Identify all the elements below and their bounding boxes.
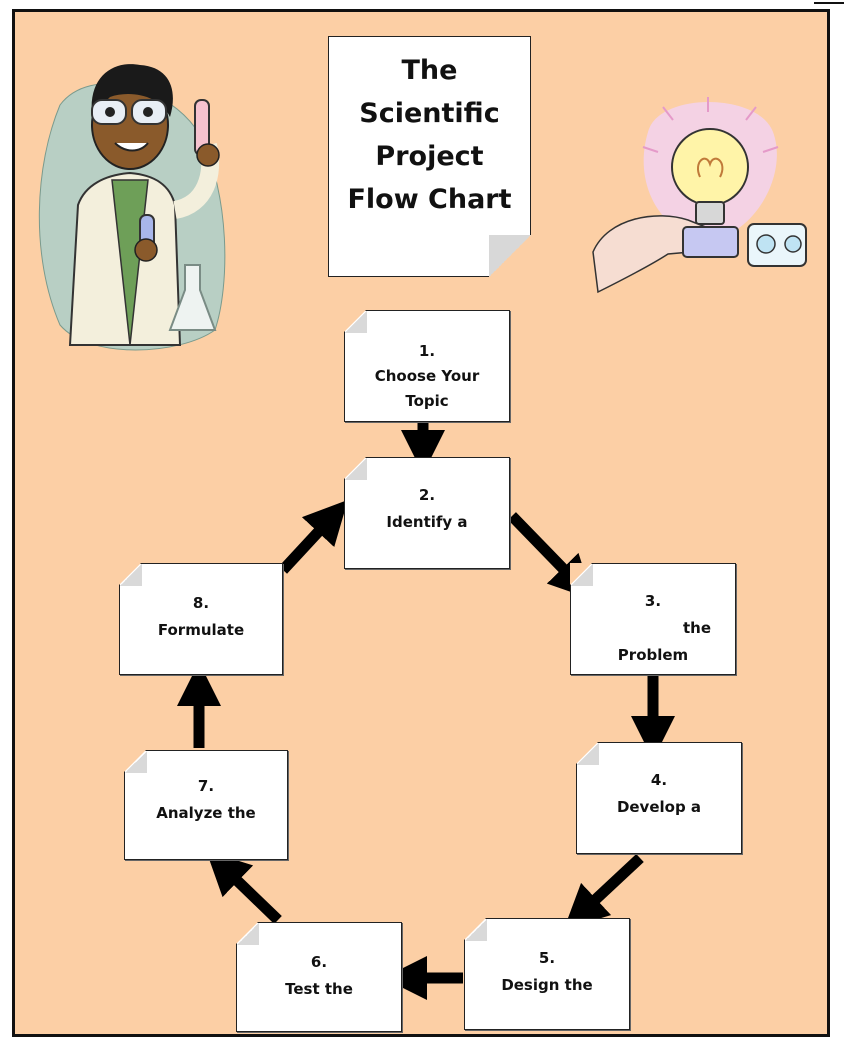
step-1-line-2: Topic xyxy=(405,392,449,410)
step-7-line-1: Analyze the xyxy=(156,804,256,822)
step-8-note: 8. Formulate xyxy=(119,563,283,675)
arrow-6-7 xyxy=(206,850,282,924)
step-2-number: 2. xyxy=(418,486,436,504)
title-note: The Scientific Project Flow Chart xyxy=(328,36,531,277)
step-2-line-1: Identify a xyxy=(386,513,468,531)
step-2-note: 2. Identify a xyxy=(344,457,510,569)
arrow-4-5 xyxy=(563,853,644,930)
scientist-icon xyxy=(38,64,226,351)
step-4-number: 4. xyxy=(650,771,668,789)
step-7-note: 7. Analyze the xyxy=(124,750,288,860)
step-1-number: 1. xyxy=(418,342,436,360)
step-8-line-1: Formulate xyxy=(157,621,245,639)
step-4-note: 4. Develop a xyxy=(576,742,742,854)
arrow-2-3 xyxy=(508,512,594,600)
step-4-line-1: Develop a xyxy=(616,798,702,816)
title-line-2: Scientific xyxy=(359,98,500,129)
step-6-line-1: Test the xyxy=(285,980,353,998)
step-6-note: 6. Test the xyxy=(236,922,402,1032)
step-6-number: 6. xyxy=(310,953,328,971)
step-8-number: 8. xyxy=(192,594,210,612)
divider xyxy=(814,2,844,4)
arrow-8-2 xyxy=(278,499,348,574)
step-3-number: 3. xyxy=(644,592,662,610)
step-5-note: 5. Design the xyxy=(464,918,630,1030)
page-curl xyxy=(489,235,531,277)
lightbulb-plug-icon xyxy=(592,97,807,294)
step-1-note: 1. Choose Your Topic xyxy=(344,310,510,422)
title-line-3: Project xyxy=(375,141,484,172)
step-7-number: 7. xyxy=(197,777,215,795)
title-line-4: Flow Chart xyxy=(347,184,512,215)
title-line-1: The xyxy=(401,55,458,86)
step-1-line-1: Choose Your xyxy=(374,367,480,385)
step-3-note: 3. the Problem xyxy=(570,563,736,675)
step-3-line-1: the xyxy=(682,619,711,637)
step-5-number: 5. xyxy=(538,949,556,967)
step-3-line-2: Problem xyxy=(617,646,689,664)
step-5-line-1: Design the xyxy=(501,976,593,994)
